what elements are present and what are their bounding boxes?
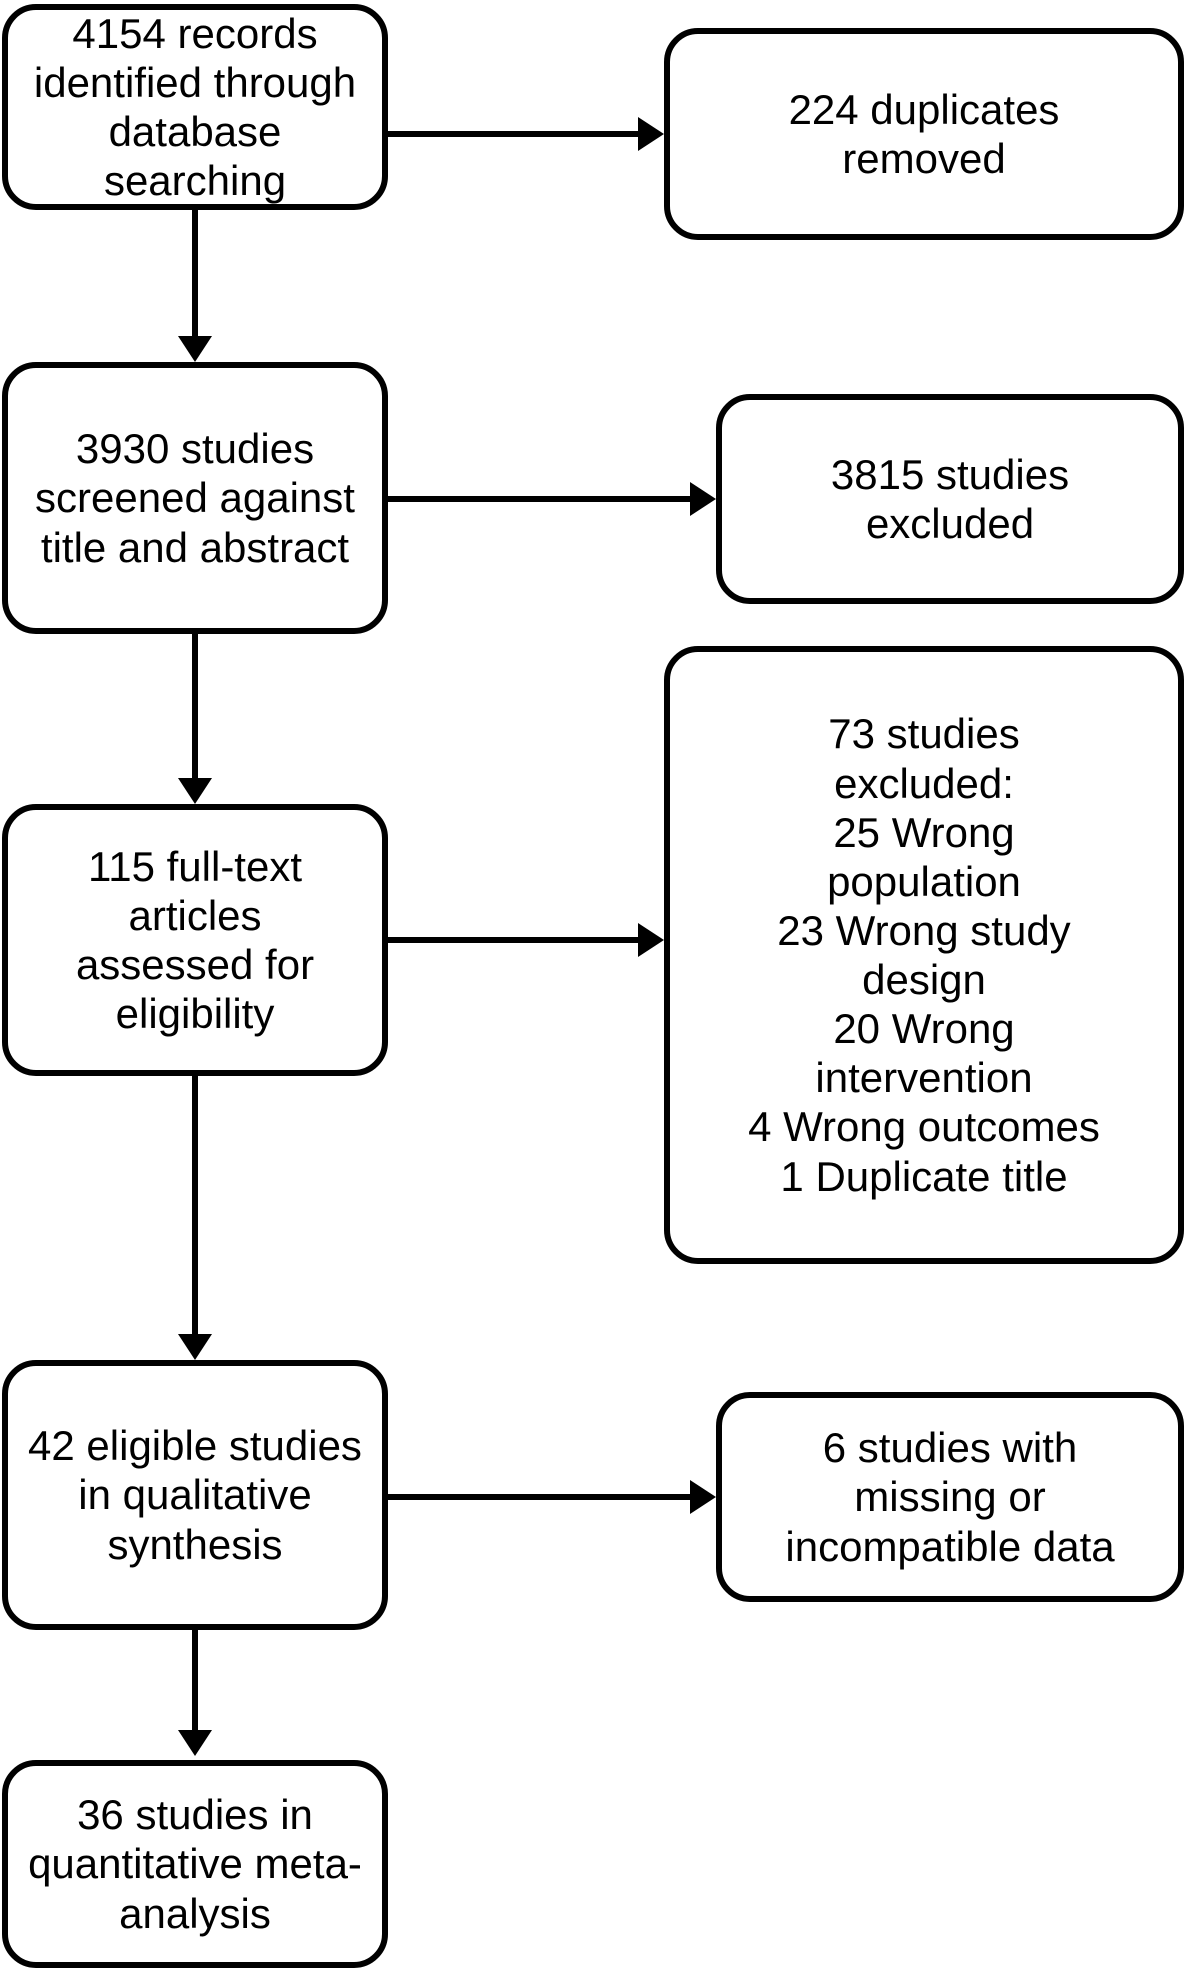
node-qualitative-synthesis[interactable]: 42 eligible studies in qualitative synth… — [2, 1360, 388, 1630]
arrowhead-fulltext-to-qualitative — [178, 1334, 212, 1360]
node-qualitative-synthesis-label: 42 eligible studies in qualitative synth… — [28, 1422, 362, 1568]
node-quantitative-meta-analysis-label: 36 studies in quantitative meta- analysi… — [28, 1791, 362, 1937]
node-records-identified[interactable]: 4154 records identified through database… — [2, 4, 388, 210]
node-exclusion-reasons-label: 73 studies excluded: 25 Wrong population… — [748, 710, 1100, 1200]
connector-identified-to-screened — [192, 210, 198, 338]
connector-screened-to-fulltext — [192, 634, 198, 782]
connector-fulltext-to-exclusion-reasons — [388, 937, 638, 943]
arrowhead-fulltext-to-exclusion-reasons — [638, 923, 664, 957]
connector-screened-to-excluded — [388, 496, 690, 502]
node-studies-excluded[interactable]: 3815 studies excluded — [716, 394, 1184, 604]
connector-identified-to-duplicates — [388, 131, 638, 137]
connector-fulltext-to-qualitative — [192, 1076, 198, 1338]
arrowhead-screened-to-excluded — [690, 482, 716, 516]
node-exclusion-reasons[interactable]: 73 studies excluded: 25 Wrong population… — [664, 646, 1184, 1264]
node-missing-incompatible-data-label: 6 studies with missing or incompatible d… — [785, 1424, 1115, 1570]
connector-qualitative-to-missing-data — [388, 1494, 690, 1500]
arrowhead-qualitative-to-missing-data — [690, 1480, 716, 1514]
arrowhead-screened-to-fulltext — [178, 778, 212, 804]
arrowhead-identified-to-screened — [178, 336, 212, 362]
arrowhead-qualitative-to-quantitative — [178, 1730, 212, 1756]
node-duplicates-removed[interactable]: 224 duplicates removed — [664, 28, 1184, 240]
node-fulltext-assessed[interactable]: 115 full-text articles assessed for elig… — [2, 804, 388, 1076]
node-quantitative-meta-analysis[interactable]: 36 studies in quantitative meta- analysi… — [2, 1760, 388, 1968]
node-records-identified-label: 4154 records identified through database… — [33, 9, 357, 205]
node-studies-screened-label: 3930 studies screened against title and … — [35, 425, 355, 571]
node-missing-incompatible-data[interactable]: 6 studies with missing or incompatible d… — [716, 1392, 1184, 1602]
node-fulltext-assessed-label: 115 full-text articles assessed for elig… — [75, 842, 315, 1038]
arrowhead-identified-to-duplicates — [638, 117, 664, 151]
node-studies-screened[interactable]: 3930 studies screened against title and … — [2, 362, 388, 634]
connector-qualitative-to-quantitative — [192, 1630, 198, 1734]
node-studies-excluded-label: 3815 studies excluded — [830, 450, 1070, 547]
node-duplicates-removed-label: 224 duplicates removed — [788, 85, 1060, 182]
